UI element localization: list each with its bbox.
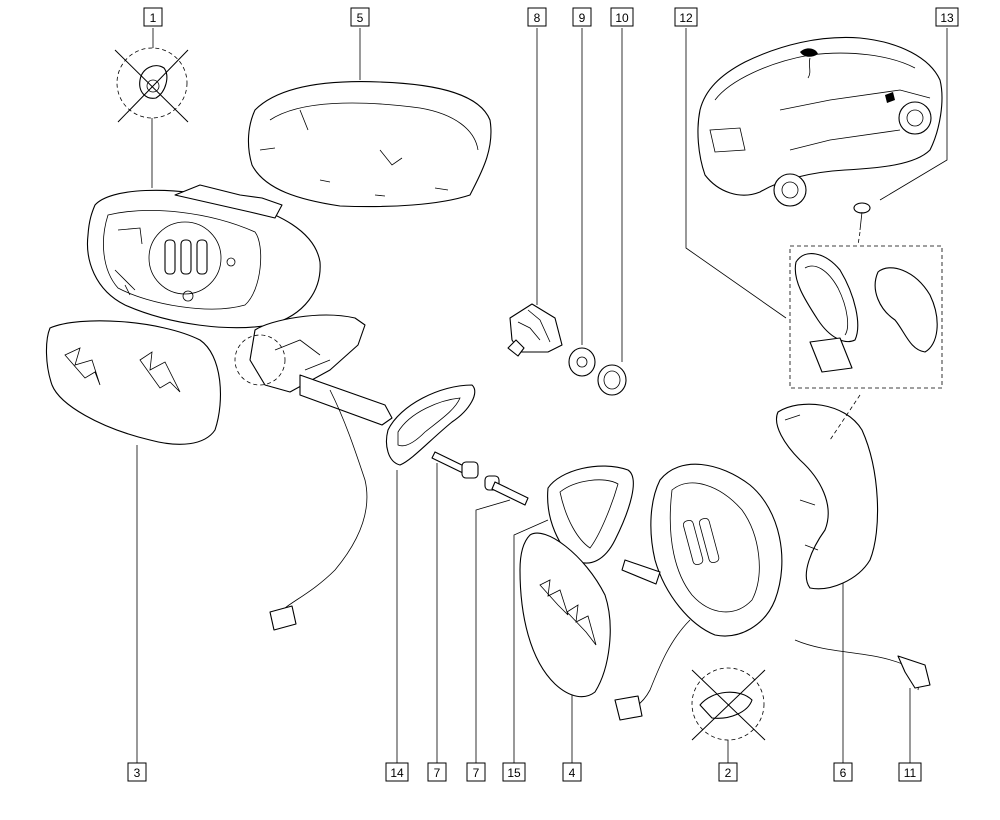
callout-12: 12 (674, 7, 698, 27)
left-mirror-glass (45, 320, 222, 445)
callout-13-text: 13 (940, 11, 954, 25)
screw-7-a (431, 451, 479, 479)
car-illustration (697, 36, 943, 207)
part-2-not-supplied-symbol (691, 667, 766, 741)
mirror-cover-shell (247, 81, 492, 208)
callout-4-text: 4 (569, 766, 576, 780)
callout-14: 14 (385, 762, 409, 782)
part-1-not-supplied-symbol (114, 47, 189, 123)
callout-10: 10 (610, 7, 634, 27)
callout-2-text: 2 (725, 766, 732, 780)
callout-1-text: 1 (150, 11, 157, 25)
callout-14-text: 14 (390, 766, 404, 780)
actuator-motor (507, 303, 563, 357)
callout-11-text: 11 (904, 766, 917, 780)
right-mirror-housing (614, 463, 783, 721)
callout-4: 4 (562, 762, 582, 782)
leader-lines (136, 28, 948, 763)
callout-5-text: 5 (357, 11, 364, 25)
callout-9-text: 9 (579, 11, 586, 25)
callout-15: 15 (502, 762, 526, 782)
part-12-detail-box (789, 245, 943, 441)
right-mirror-glass (519, 532, 611, 698)
callout-2: 2 (718, 762, 738, 782)
callout-13: 13 (935, 7, 959, 27)
callout-6-text: 6 (840, 766, 847, 780)
callout-12-text: 12 (679, 11, 693, 25)
callout-7b-text: 7 (473, 766, 480, 780)
callout-7a-text: 7 (434, 766, 441, 780)
callout-11: 11 (898, 762, 922, 782)
callout-3: 3 (127, 762, 147, 782)
callout-8-text: 8 (534, 11, 541, 25)
callout-3-text: 3 (134, 766, 141, 780)
left-mirror-housing (86, 184, 321, 329)
callout-9: 9 (572, 7, 592, 27)
callout-10-text: 10 (615, 11, 629, 25)
glass-bracket-left (385, 384, 476, 466)
callout-6: 6 (833, 762, 853, 782)
screw-7-b (484, 475, 529, 506)
callout-5: 5 (350, 7, 370, 27)
callout-7b: 7 (466, 762, 486, 782)
connector-11 (794, 639, 931, 691)
callout-1: 1 (143, 7, 163, 27)
ring-10 (597, 364, 627, 396)
mirror-arm-base (234, 314, 393, 631)
washer-9 (568, 347, 596, 377)
screw-13 (853, 202, 871, 246)
callout-15-text: 15 (507, 766, 521, 780)
callout-8: 8 (527, 7, 547, 27)
callout-7a: 7 (427, 762, 447, 782)
right-cover-shell (776, 403, 879, 590)
